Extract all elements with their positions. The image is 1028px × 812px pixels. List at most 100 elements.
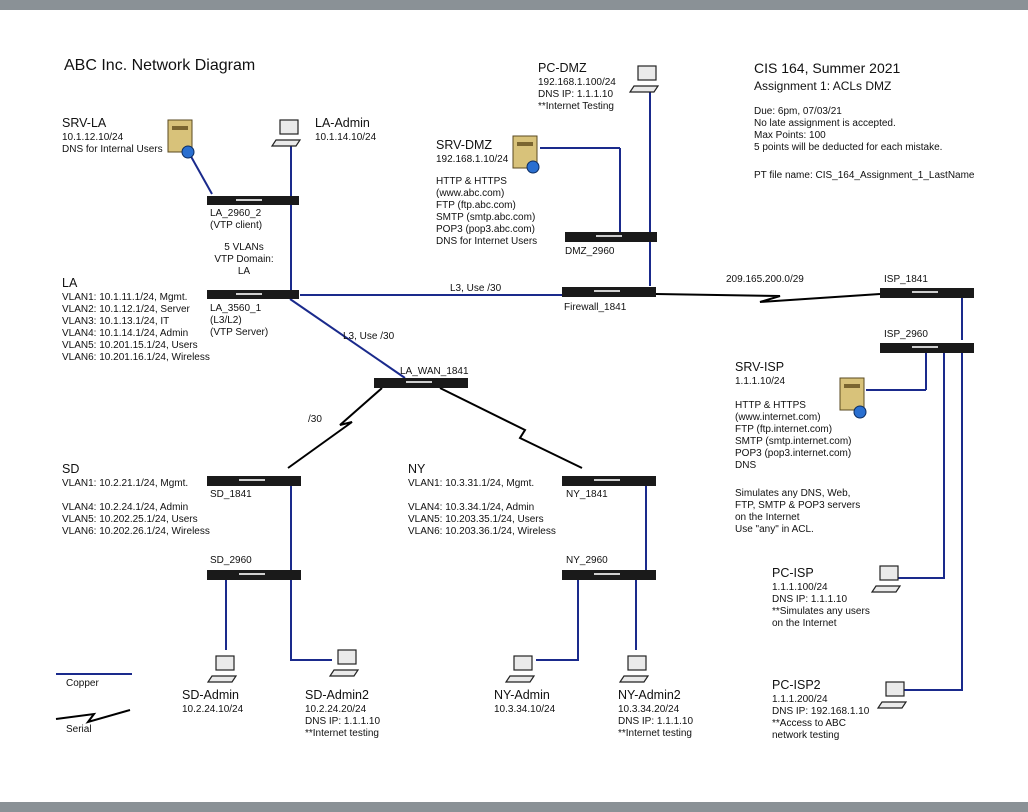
info-line: DNS IP: 1.1.1.10: [772, 594, 848, 605]
srv-la-name: SRV-LA: [62, 116, 107, 130]
info-line: Use "any" in ACL.: [735, 524, 814, 535]
ny-admin2-name: NY-Admin2: [618, 688, 681, 702]
link-sd2960-sdadmin2: [290, 580, 332, 661]
info-line: LA: [237, 266, 251, 277]
pc-icon: [628, 65, 660, 93]
vlan-line: [62, 490, 210, 502]
vlan-line: VLAN1: 10.3.31.1/24, Mgmt.: [408, 478, 535, 489]
srv-la-info: 10.1.12.10/24 DNS for Internal Users: [62, 132, 163, 156]
isp-1841-name: ISP_1841: [884, 274, 928, 285]
ny-vlans: VLAN1: 10.3.31.1/24, Mgmt. VLAN4: 10.3.3…: [408, 478, 556, 538]
info-line: FTP, SMTP & POP3 servers: [735, 500, 861, 511]
info-line: on the Internet: [772, 618, 837, 629]
srv-isp-services: HTTP & HTTPS (www.internet.com) FTP (ftp…: [735, 400, 852, 472]
course-subtitle: Assignment 1: ACLs DMZ: [754, 79, 892, 93]
link-la3560-lawan: [289, 298, 406, 379]
srv-isp-name: SRV-ISP: [735, 360, 785, 374]
serial-lawan-sd: [287, 387, 383, 469]
pc-icon: [206, 655, 238, 683]
server-icon: [512, 135, 540, 174]
info-line: DNS for Internet Users: [436, 236, 538, 247]
info-line: 10.1.12.10/24: [62, 132, 124, 143]
pc-icon: [270, 119, 302, 147]
ny-admin-ip: 10.3.34.10/24: [494, 704, 556, 715]
pc-icon: [870, 565, 902, 593]
info-line: VTP Domain:: [214, 254, 274, 265]
info-line: 192.168.1.100/24: [538, 77, 616, 88]
pc-dmz-name: PC-DMZ: [538, 61, 587, 75]
serial-sd-label: /30: [308, 414, 322, 425]
info-line: HTTP & HTTPS: [436, 176, 507, 187]
info-line: FTP (ftp.internet.com): [735, 424, 833, 435]
info-line: HTTP & HTTPS: [735, 400, 806, 411]
vlan-line: VLAN6: 10.202.26.1/24, Wireless: [62, 526, 210, 537]
pc-isp2-info: 1.1.1.200/24 DNS IP: 192.168.1.10 **Acce…: [772, 694, 869, 742]
ny-admin2-info: 10.3.34.20/24 DNS IP: 1.1.1.10 **Interne…: [618, 704, 693, 740]
legend-copper-label: Copper: [66, 678, 99, 689]
pc-dmz-info: 192.168.1.100/24 DNS IP: 1.1.1.10 **Inte…: [538, 77, 616, 113]
la-admin-name: LA-Admin: [315, 116, 370, 130]
vlan-line: VLAN3: 10.1.13.1/24, IT: [62, 316, 170, 327]
info-line: DNS IP: 192.168.1.10: [772, 706, 870, 717]
vlan-line: VLAN6: 10.203.36.1/24, Wireless: [408, 526, 556, 537]
sd-name: SD: [62, 462, 80, 476]
info-line: network testing: [772, 730, 840, 741]
srv-dmz-ip: 192.168.1.10/24: [436, 154, 509, 165]
vlan-line: VLAN1: 10.1.11.1/24, Mgmt.: [62, 292, 188, 303]
diagram-sheet: ABC Inc. Network Diagram CIS 164, Summer…: [0, 10, 1028, 802]
info-line: on the Internet: [735, 512, 800, 523]
srv-dmz-services: HTTP & HTTPS (www.abc.com) FTP (ftp.abc.…: [436, 176, 537, 248]
pc-icon: [876, 681, 908, 709]
la-2960-2-note: (VTP client): [210, 220, 263, 231]
info-line: **Access to ABC: [772, 718, 846, 729]
firewall-name: Firewall_1841: [564, 302, 627, 313]
info-line: 1.1.1.100/24: [772, 582, 828, 593]
link-pcisp2-isp2960: [900, 352, 963, 691]
info-line: 10.2.24.20/24: [305, 704, 367, 715]
vlan-line: VLAN5: 10.202.25.1/24, Users: [62, 514, 198, 525]
legend-serial-line: [55, 709, 131, 724]
pc-isp-name: PC-ISP: [772, 566, 814, 580]
la-admin-ip: 10.1.14.10/24: [315, 132, 377, 143]
pc-isp-info: 1.1.1.100/24 DNS IP: 1.1.1.10 **Simulate…: [772, 582, 870, 630]
dmz-2960-name: DMZ_2960: [565, 246, 615, 257]
la-2960-2-name: LA_2960_2: [210, 208, 262, 219]
pc-isp2-name: PC-ISP2: [772, 678, 821, 692]
vlan-line: VLAN4: 10.2.24.1/24, Admin: [62, 502, 189, 513]
pc-icon: [618, 655, 650, 683]
la-3560-info: LA_3560_1 (L3/L2) (VTP Server): [210, 303, 268, 339]
server-icon: [167, 119, 195, 159]
info-line: DNS IP: 1.1.1.10: [538, 89, 614, 100]
sd-2960-name: SD_2960: [210, 555, 252, 566]
link-ny2960-nyadmin: [536, 580, 579, 661]
la-firewall-link-label: L3, Use /30: [450, 283, 502, 294]
la-vtp-info: 5 VLANs VTP Domain: LA: [212, 242, 276, 278]
info-line: POP3 (pop3.abc.com): [436, 224, 535, 235]
vlan-line: VLAN4: 10.1.14.1/24, Admin: [62, 328, 189, 339]
serial-firewall-isp: [655, 293, 881, 303]
course-title: CIS 164, Summer 2021: [754, 60, 901, 76]
info-line: FTP (ftp.abc.com): [436, 200, 516, 211]
ny-name: NY: [408, 462, 426, 476]
info-line: Simulates any DNS, Web,: [735, 488, 851, 499]
vlan-line: VLAN5: 10.203.35.1/24, Users: [408, 514, 544, 525]
info-line: DNS IP: 1.1.1.10: [305, 716, 381, 727]
sd-admin-ip: 10.2.24.10/24: [182, 704, 244, 715]
info-line: DNS IP: 1.1.1.10: [618, 716, 694, 727]
info-line: **Internet testing: [618, 728, 692, 739]
info-line: **Simulates any users: [772, 606, 870, 617]
rule-line: 5 points will be deducted for each mista…: [754, 142, 943, 153]
info-line: LA_3560_1: [210, 303, 262, 314]
srv-isp-ip: 1.1.1.10/24: [735, 376, 786, 387]
pc-icon: [504, 655, 536, 683]
legend-serial-label: Serial: [66, 724, 92, 735]
vlan-line: VLAN5: 10.201.15.1/24, Users: [62, 340, 198, 351]
vlan-line: VLAN4: 10.3.34.1/24, Admin: [408, 502, 535, 513]
rule-line: No late assignment is accepted.: [754, 118, 896, 129]
topology-links: [55, 65, 974, 724]
pc-icon: [328, 649, 360, 677]
pt-file-name: PT file name: CIS_164_Assignment_1_LastN…: [754, 170, 975, 181]
info-line: POP3 (pop3.internet.com): [735, 448, 852, 459]
la-vlans: VLAN1: 10.1.11.1/24, Mgmt. VLAN2: 10.1.1…: [62, 292, 210, 364]
info-line: 5 VLANs: [224, 242, 264, 253]
